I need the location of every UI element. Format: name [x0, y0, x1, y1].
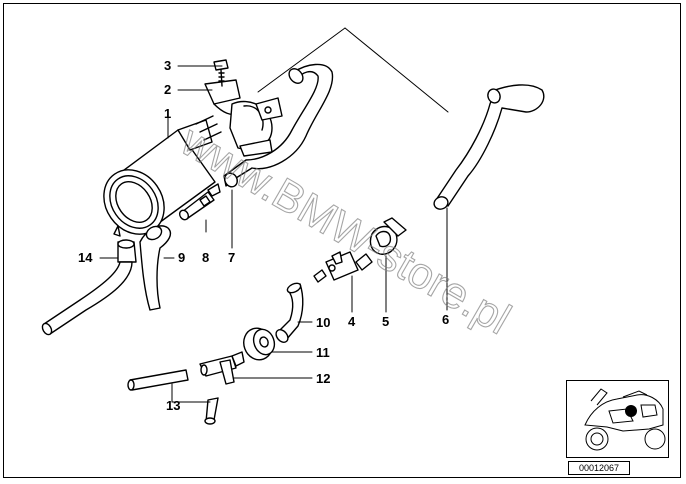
- callout-1: 1: [164, 106, 171, 121]
- part-3-screw: [213, 59, 229, 87]
- watermark-text: www.BMW-store.pl: [172, 116, 518, 344]
- part-9-hose: [139, 225, 172, 311]
- leader-lines: [99, 65, 448, 403]
- callout-5: 5: [382, 314, 389, 329]
- callout-4: 4: [348, 314, 356, 329]
- callout-14: 14: [78, 250, 93, 265]
- callout-11: 11: [316, 345, 330, 360]
- part-7-hose: [223, 63, 334, 188]
- callout-7: 7: [228, 250, 235, 265]
- location-marker-icon: [625, 405, 637, 417]
- callout-13: 13: [166, 398, 180, 413]
- diagram-code: 00012067: [568, 461, 630, 475]
- callout-2: 2: [164, 82, 171, 97]
- callout-6: 6: [442, 312, 449, 327]
- part-5-clamp: [369, 217, 407, 255]
- diagram-frame: [3, 3, 681, 478]
- part-2-bracket: [204, 79, 283, 157]
- part-8-connector: [178, 183, 221, 221]
- callout-9: 9: [178, 250, 185, 265]
- part-13-hoses: [127, 369, 219, 425]
- motorcycle-icon: [584, 388, 666, 451]
- callout-12: 12: [316, 371, 330, 386]
- part-14-hose: [41, 239, 137, 336]
- part-10-elbow: [275, 282, 304, 343]
- callout-8: 8: [202, 250, 209, 265]
- callout-3: 3: [164, 58, 171, 73]
- leader-line-6-mid: [257, 27, 346, 93]
- part-6-hose: [433, 84, 545, 210]
- leader-line-6-top: [344, 27, 449, 113]
- part-11-grommet: [243, 327, 276, 361]
- callout-10: 10: [316, 315, 330, 330]
- part-1-canister: [103, 115, 222, 237]
- part-12-t-fitting: [199, 351, 245, 385]
- motorcycle-thumbnail: [566, 380, 669, 458]
- part-4-valve: [313, 251, 373, 283]
